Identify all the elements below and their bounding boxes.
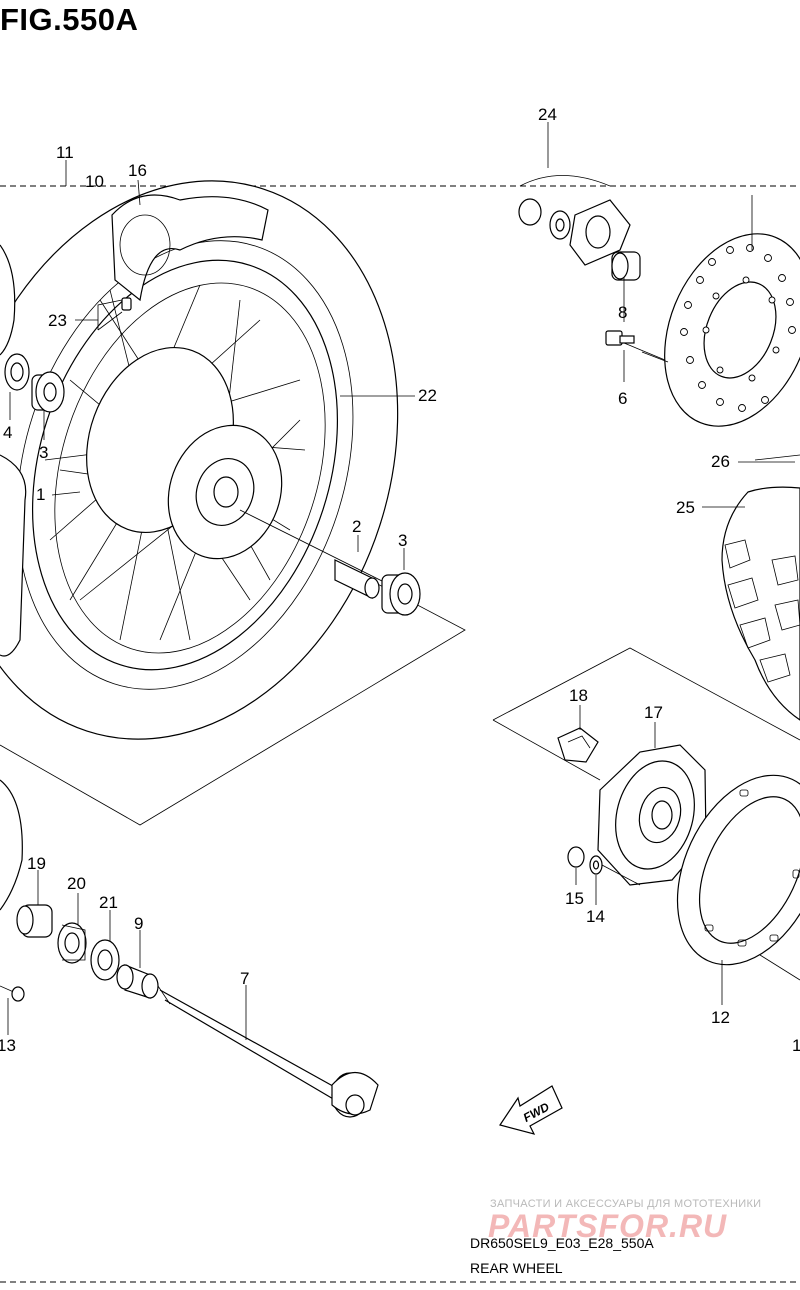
callout-4: 4 — [3, 423, 12, 442]
figure-title: FIG.550A — [0, 2, 139, 37]
sprocket-12 — [676, 774, 800, 966]
spacer-2 — [334, 559, 380, 599]
watermark-brand: PARTSFOR.RU — [488, 1208, 728, 1244]
callout-21: 21 — [99, 893, 118, 912]
rim-inner — [54, 282, 326, 654]
axle-7 — [157, 985, 379, 1118]
nut-15 — [567, 846, 585, 868]
brake-disc-assembly — [518, 175, 800, 427]
callout-26: 26 — [711, 452, 730, 471]
bearing-21 — [90, 939, 120, 981]
forward-direction-arrow: FWD — [499, 1085, 563, 1135]
callout-24: 24 — [538, 105, 557, 124]
callout-20: 20 — [67, 874, 86, 893]
damper-18 — [557, 727, 599, 763]
callout-17: 17 — [644, 703, 663, 722]
nut-24a — [518, 198, 542, 226]
model-code: DR650SEL9_E03_E28_550A — [470, 1235, 654, 1251]
bearing-3-left — [31, 371, 65, 413]
callout-3-right: 3 — [398, 531, 407, 550]
callout-labels: 11 10 16 24 23 4 3 1 22 2 3 8 6 26 25 18… — [0, 105, 800, 1055]
callout-12: 12 — [711, 1008, 730, 1027]
callout-1-right: 1 — [792, 1036, 800, 1055]
sprocket-assembly — [492, 647, 800, 981]
left-wheel-fragment — [0, 244, 27, 911]
callout-9: 9 — [134, 914, 143, 933]
callout-8: 8 — [618, 303, 627, 322]
figure-name: REAR WHEEL — [470, 1260, 563, 1276]
spacer-9 — [116, 964, 159, 999]
leader-lines — [7, 122, 795, 1040]
callout-16: 16 — [128, 161, 147, 180]
callout-13: 13 — [0, 1036, 16, 1055]
valve-cap-23 — [121, 297, 132, 311]
callout-18: 18 — [569, 686, 588, 705]
callout-10: 10 — [85, 172, 104, 191]
callout-19: 19 — [27, 854, 46, 873]
callout-7: 7 — [240, 969, 249, 988]
bolt-6 — [605, 330, 666, 361]
collar-8 — [611, 251, 641, 281]
brake-disc-holes — [680, 244, 796, 412]
bearing-3-right — [381, 572, 421, 616]
axle-assembly — [0, 904, 379, 1118]
callout-1: 1 — [36, 485, 45, 504]
callout-14: 14 — [586, 907, 605, 926]
callout-6: 6 — [618, 389, 627, 408]
brake-disc-center — [703, 281, 777, 379]
oil-seal-4 — [4, 353, 30, 391]
hub-bore — [213, 476, 239, 508]
callout-23: 23 — [48, 311, 67, 330]
brake-flange-part — [569, 199, 631, 266]
watermark-caption: ЗАПЧАСТИ И АКСЕССУАРЫ ДЛЯ МОТОТЕХНИКИ — [490, 1198, 762, 1210]
callout-2: 2 — [352, 517, 361, 536]
tire-inner-edge — [16, 240, 354, 690]
collar-19 — [16, 904, 53, 938]
sprocket-drum-17 — [597, 744, 707, 886]
callout-15: 15 — [565, 889, 584, 908]
tire-tread-top — [111, 194, 269, 302]
callout-3-left: 3 — [39, 443, 48, 462]
seal-20 — [57, 922, 87, 964]
bolt-13 — [0, 985, 25, 1002]
callout-22: 22 — [418, 386, 437, 405]
callout-11: 11 — [56, 143, 74, 162]
rear-wheel-assembly — [0, 180, 466, 826]
right-tire-fragment — [721, 454, 800, 721]
callout-25: 25 — [676, 498, 695, 517]
